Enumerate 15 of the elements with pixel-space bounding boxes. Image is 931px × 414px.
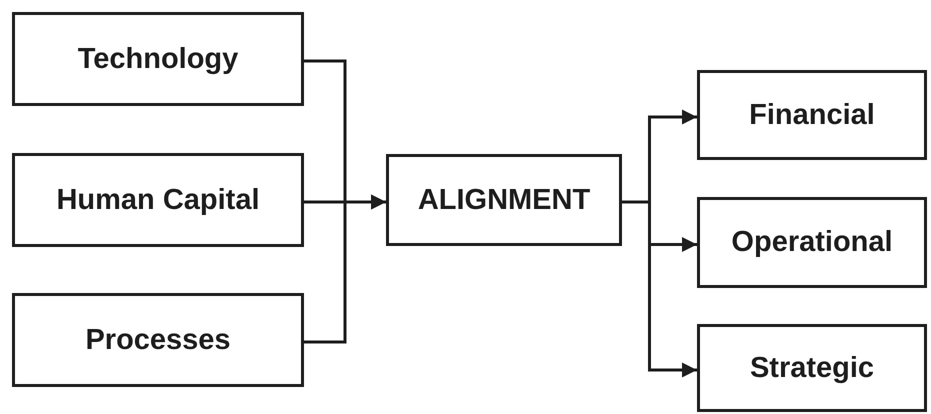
box-label: ALIGNMENT — [418, 184, 590, 216]
box-label: Technology — [78, 42, 238, 76]
process-box — [12, 153, 304, 247]
process-box — [12, 293, 304, 387]
box-label: Financial — [749, 98, 875, 132]
box-label: Strategic — [750, 352, 874, 384]
arrow — [304, 194, 386, 344]
box-label: Operational — [731, 226, 893, 259]
process-box — [12, 12, 304, 106]
process-box — [697, 197, 927, 288]
process-box — [697, 70, 927, 160]
process-box — [386, 154, 622, 246]
box-label: Human Capital — [56, 184, 260, 216]
process-box — [697, 324, 927, 412]
box-label: Processes — [85, 324, 231, 356]
